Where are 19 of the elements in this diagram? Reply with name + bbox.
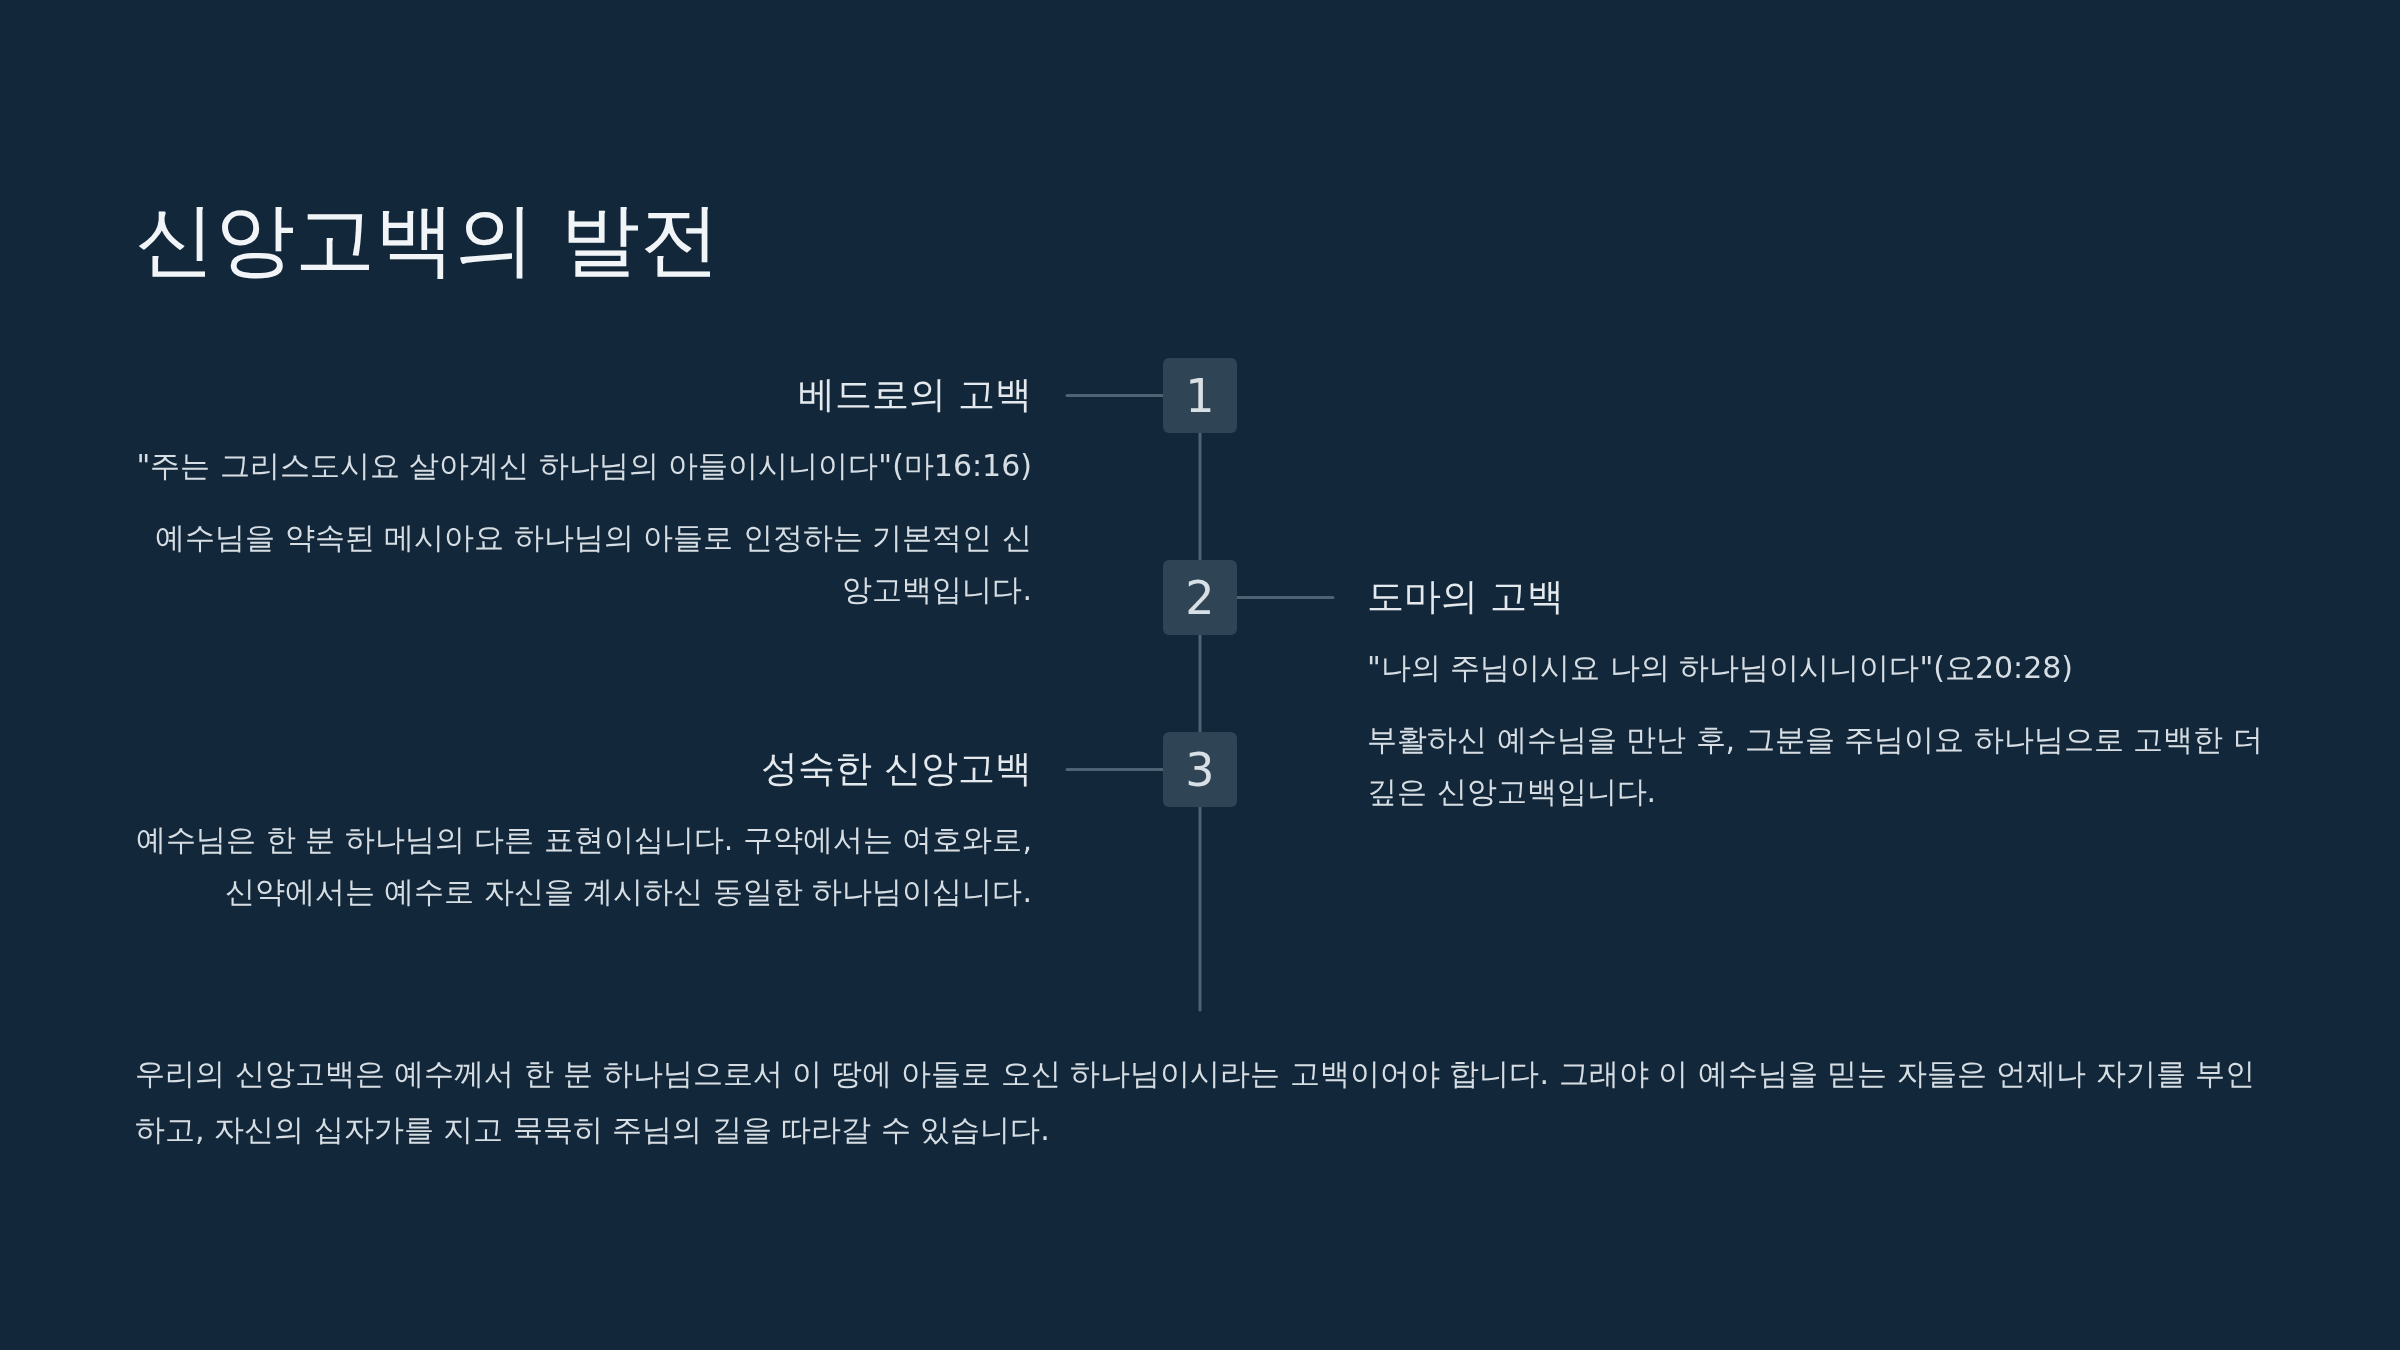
description-paragraph: 예수님을 약속된 메시아요 하나님의 아들로 인정하는 기본적인 신앙고백입니다. [154,519,1032,609]
description-paragraph: 부활하신 예수님을 만난 후, 그분을 주님이요 하나님으로 고백한 더 깊은 신앙고백입니다. [1367,721,2264,811]
connector-line [1065,394,1165,397]
timeline-heading: 성숙한 신앙고백 [760,746,1032,792]
connector-line [1198,805,1202,1012]
timeline-heading: 베드로의 고백 [797,372,1032,418]
scripture-quote: "나의 주님이시요 나의 하나님이시니이다"(요20:28) [1367,649,2075,687]
connector-line [1198,431,1202,562]
timeline-heading: 도마의 고백 [1367,574,1565,620]
description-paragraph: 예수님은 한 분 하나님의 다른 표현이십니다. 구약에서는 여호와로, 신약에서는 예수로 자신을 계시하신 동일한 하나님이십니다. [135,821,1032,911]
connector-line [1065,768,1165,771]
connector-line [1198,633,1202,734]
connector-line [1235,596,1335,599]
scripture-quote: "주는 그리스도시요 살아계신 하나님의 아들이시니이다"(마16:16) [135,447,1032,485]
step-number-box: 1 [1163,358,1237,433]
step-number-box: 3 [1163,732,1237,807]
step-number-box: 2 [1163,560,1237,635]
summary-paragraph: 우리의 신앙고백은 예수께서 한 분 하나님으로서 이 땅에 아들로 오신 하나님이시라는 고백이어야 합니다. 그래야 이 예수님을 믿는 자들은 언제나 자기를 부인하고, 자신의 십자가를 지고 묵묵히 주님의 길을 따라갈 수 있습니다. [135,1055,2257,1149]
slide-title: 신앙고백의 발전 [135,192,721,288]
